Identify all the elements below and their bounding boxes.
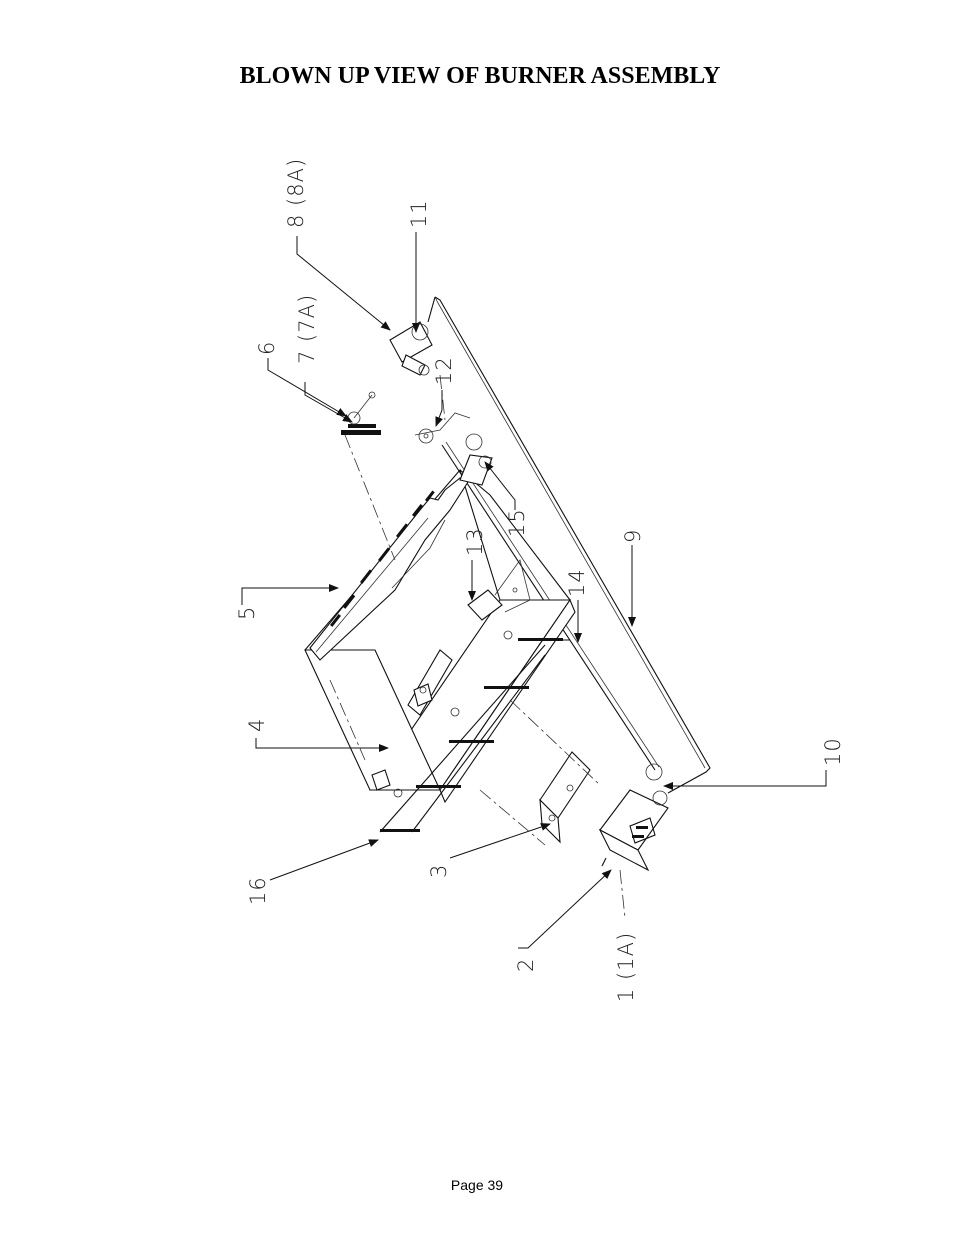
callout-6: 6 [255, 341, 279, 355]
support-rails [379, 638, 570, 833]
pilot-assembly [414, 412, 493, 486]
callout-9: 9 [621, 529, 645, 543]
burner-tube [309, 477, 469, 661]
center-lines [329, 374, 626, 919]
callout-2: 2 [514, 958, 538, 972]
callout-1: 1 (1A) [614, 932, 638, 1002]
gas-valve [598, 763, 669, 872]
callout-7: 7 (7A) [295, 294, 319, 364]
mounting-bracket [539, 751, 591, 844]
callout-10: 10 [821, 737, 845, 766]
callout-3: 3 [427, 864, 451, 878]
callout-12: 12 [432, 356, 456, 385]
burner-box [304, 468, 576, 804]
page-number: Page 39 [450, 1177, 504, 1193]
callout-8: 8 (8A) [284, 158, 308, 228]
callout-14: 14 [565, 568, 589, 597]
page-title: BLOWN UP VIEW OF BURNER ASSEMBLY [239, 63, 721, 89]
callout-4: 4 [245, 718, 269, 732]
callout-labels: 8 (8A) 11 6 7 (7A) 12 15 13 14 9 5 4 10 … [235, 158, 845, 1002]
base-plate [427, 296, 711, 794]
callout-13: 13 [463, 527, 487, 556]
leader-lines [241, 232, 827, 949]
callout-5: 5 [235, 606, 259, 620]
callout-16: 16 [246, 876, 270, 905]
callout-11: 11 [407, 199, 431, 228]
callout-15: 15 [505, 508, 529, 537]
elbow-fitting [389, 321, 433, 376]
bracket-13 [467, 559, 531, 621]
orifice-spud [341, 391, 381, 435]
